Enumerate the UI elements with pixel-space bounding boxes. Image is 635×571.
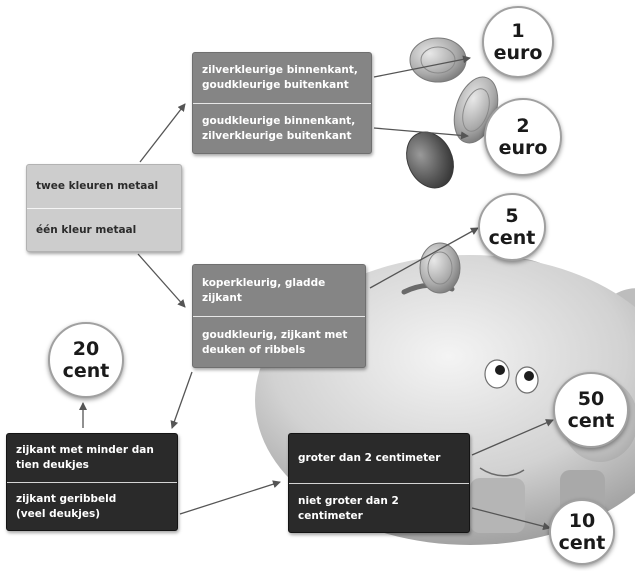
result-value: 5	[505, 205, 519, 227]
option-divider	[193, 103, 371, 104]
result-unit: cent	[567, 410, 615, 432]
result-value: 20	[72, 338, 100, 360]
result-unit: euro	[498, 137, 548, 159]
result-twenty-cent: 20 cent	[48, 322, 124, 398]
option-divider	[7, 482, 177, 483]
result-fifty-cent: 50 cent	[553, 372, 629, 448]
arrow-root-to-two-colors	[139, 103, 186, 163]
option-ribbed-edge: zijkant geribbeld (veel deukjes)	[16, 493, 117, 520]
option-gold-ridged: goudkleurig, zijkant met deuken of ribbe…	[202, 328, 348, 356]
result-value: 50	[577, 388, 605, 410]
option-copper-smooth: koperkleurig, gladde zijkant	[202, 276, 326, 304]
result-unit: cent	[62, 360, 110, 382]
result-ten-cent: 10 cent	[549, 499, 615, 565]
node-coin-size: groter dan 2 centimeter niet groter dan …	[288, 433, 470, 533]
node-two-color-coins: zilverkleurige binnenkant, goudkleurige …	[192, 52, 372, 154]
option-gold-inside: goudkleurige binnenkant, zilverkleurige …	[202, 115, 356, 142]
result-one-euro: 1 euro	[482, 6, 554, 78]
arrow-root-to-one-color	[137, 253, 186, 308]
arrow-one-color-to-edge	[170, 371, 193, 429]
arrow-to-five-cent	[369, 227, 479, 289]
option-larger-2cm: groter dan 2 centimeter	[298, 452, 441, 464]
result-value: 1	[511, 20, 525, 42]
option-silver-inside: zilverkleurige binnenkant, goudkleurige …	[202, 64, 358, 91]
result-two-euro: 2 euro	[484, 98, 562, 176]
option-divider	[27, 208, 181, 209]
option-divider	[289, 483, 469, 484]
arrow-to-ten-cent	[471, 507, 551, 531]
option-one-color: één kleur metaal	[36, 224, 137, 236]
arrow-to-fifty-cent	[471, 419, 554, 456]
result-unit: cent	[558, 532, 606, 554]
result-unit: cent	[488, 227, 536, 249]
option-not-larger-2cm: niet groter dan 2 centimeter	[298, 494, 399, 522]
result-unit: euro	[493, 42, 543, 64]
option-few-dents: zijkant met minder dan tien deukjes	[16, 444, 154, 471]
result-five-cent: 5 cent	[478, 193, 546, 261]
node-one-color-coins: koperkleurig, gladde zijkant goudkleurig…	[192, 264, 366, 368]
result-value: 2	[516, 115, 530, 137]
arrow-to-two-euro	[373, 127, 469, 140]
falling-coins-illustration	[406, 37, 499, 294]
result-value: 10	[568, 510, 596, 532]
arrow-edge-to-size	[179, 480, 281, 515]
connector-arrows	[79, 55, 554, 531]
node-metal-colors: twee kleuren metaal één kleur metaal	[26, 164, 182, 252]
node-coin-edge: zijkant met minder dan tien deukjes zijk…	[6, 433, 178, 531]
option-two-colors: twee kleuren metaal	[36, 180, 159, 192]
arrow-to-one-euro	[373, 55, 471, 78]
option-divider	[193, 316, 365, 317]
